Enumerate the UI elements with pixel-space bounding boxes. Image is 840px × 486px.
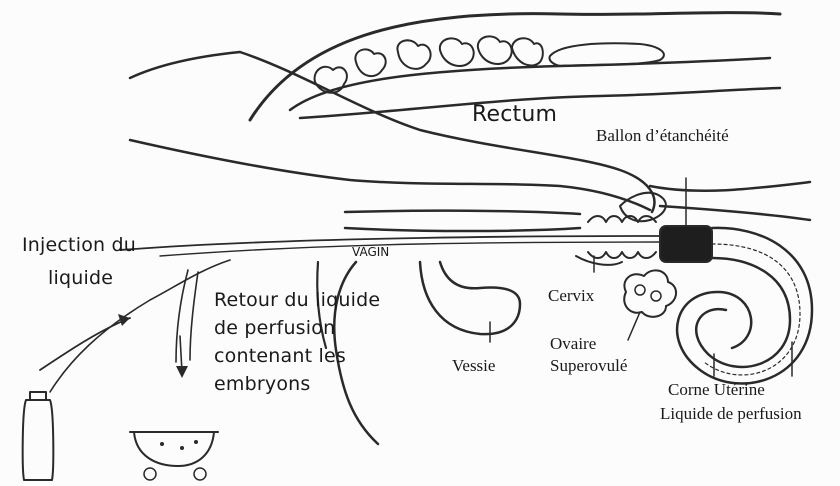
return-label-line4: embryons [214,374,310,396]
bladder [420,262,520,334]
injection-label-line2: liquide [48,268,113,290]
body-wall-second [660,206,810,220]
perfusion-liquid-label: Liquide de perfusion [660,404,802,424]
vaginal-wall-upper [345,211,580,214]
return-arrowhead [176,366,188,378]
body-wall-lower [650,182,810,191]
ovary-label-line1: Ovaire [550,334,596,354]
injection-arrow [40,318,130,370]
follicle-1 [635,285,645,295]
ovary-pointer [628,312,640,340]
operator-arm-top [240,52,654,212]
feces [315,36,664,92]
follicle-2 [651,291,661,301]
uterine-horn-inner [696,258,790,367]
return-label-line2: de perfusion [214,318,335,340]
rectum-label: Rectum [472,102,557,127]
vagina-label: VAGIN [352,246,389,260]
balloon-label: Ballon d’étanchéité [596,126,729,146]
collection-cup [130,432,218,480]
superovulated-ovary [624,270,676,316]
cervix-label: Cervix [548,286,594,306]
operator-arm-upper [130,52,240,78]
return-label-line1: Retour du liquide [214,290,380,312]
injection-label-line1: Injection du [22,235,136,257]
injection-bottle [23,392,54,480]
return-tube-2 [190,272,198,360]
bladder-label: Vessie [452,356,495,376]
catheter-tube [120,236,660,250]
return-label-line3: contenant les [214,346,346,368]
uterine-horn-label: Corne Utérine [668,380,765,400]
ovary-label-line2: Superovulé [550,356,627,376]
operator-arm-lower [130,140,650,210]
vaginal-wall-lower [345,228,580,231]
sealing-balloon [660,226,712,262]
